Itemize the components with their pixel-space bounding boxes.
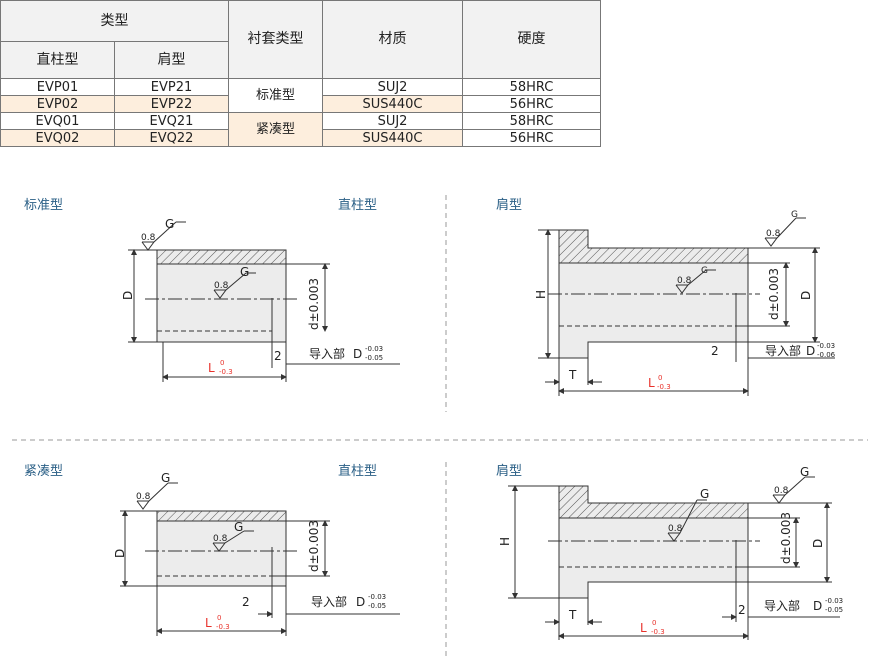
- dim-l-up: 0: [220, 359, 224, 367]
- g-label: G: [800, 465, 809, 479]
- dim-l-lo: -0.3: [216, 623, 230, 631]
- dim-d-tol: d±0.003: [779, 512, 793, 564]
- lead-up: -0.03: [825, 597, 843, 605]
- col-type: 类型: [0, 0, 229, 42]
- dim-l: L: [648, 376, 655, 390]
- cell-straight: EVP02: [0, 95, 115, 113]
- roughness-value: 0.8: [677, 276, 692, 286]
- cell-material: SUS440C: [322, 129, 463, 147]
- lead-d: D: [806, 344, 815, 358]
- dim-l-up: 0: [217, 614, 221, 622]
- dim-d-label: D: [811, 539, 825, 548]
- drawing-compact-shoulder-labels: G 0.8 G 0.8 H d±0.003 D T L 0 -0.3 2 导入部…: [498, 465, 843, 636]
- lead-d: D: [813, 599, 822, 613]
- dim-2: 2: [711, 344, 719, 358]
- lead-d: D: [356, 595, 365, 609]
- g-label: G: [161, 471, 170, 485]
- table-subheader-row: 直柱型 肩型: [0, 41, 601, 79]
- lead-label: 导入部: [309, 346, 345, 361]
- g-label: G: [701, 266, 708, 276]
- label-straight-type: 直柱型: [338, 464, 378, 479]
- cell-shoulder: EVQ22: [114, 129, 229, 147]
- drawing-compact-straight: [120, 482, 400, 636]
- dim-2: 2: [274, 349, 282, 363]
- roughness-value: 0.8: [214, 281, 229, 291]
- dim-l-up: 0: [658, 374, 662, 382]
- lead-up: -0.03: [368, 593, 386, 601]
- cell-hardness: 58HRC: [462, 112, 601, 130]
- label-shoulder-type: 肩型: [496, 464, 523, 479]
- lead-lo: -0.05: [368, 602, 386, 610]
- dim-d-label: D: [121, 291, 135, 300]
- label-shoulder-type: 肩型: [496, 198, 523, 213]
- roughness-value: 0.8: [136, 492, 151, 502]
- col-shoulder: 肩型: [114, 41, 229, 79]
- g-label: G: [165, 217, 174, 231]
- roughness-value: 0.8: [213, 534, 228, 544]
- cell-hardness: 58HRC: [462, 78, 601, 96]
- dim-l-lo: -0.3: [219, 368, 233, 376]
- cell-straight: EVQ02: [0, 129, 115, 147]
- dim-l: L: [205, 616, 212, 630]
- dim-l-up: 0: [652, 619, 656, 627]
- dim-l-lo: -0.3: [657, 383, 671, 391]
- drawing-standard-straight: [128, 221, 400, 382]
- lead-lo: -0.05: [825, 606, 843, 614]
- dim-l-lo: -0.3: [651, 628, 665, 636]
- g-label: G: [791, 210, 798, 220]
- lead-label: 导入部: [765, 343, 801, 358]
- dim-t: T: [568, 368, 577, 382]
- lead-d: D: [353, 347, 362, 361]
- g-label: G: [700, 487, 709, 501]
- drawing-compact-shoulder: [508, 476, 840, 640]
- drawing-standard-shoulder-labels: G 0.8 G 0.8 H d±0.003 D T L 0 -0.3 2 导入部…: [534, 210, 836, 391]
- lead-up: -0.03: [365, 345, 383, 353]
- lead-up: -0.03: [817, 342, 835, 350]
- label-straight-type: 直柱型: [338, 198, 378, 213]
- roughness-value: 0.8: [774, 486, 789, 496]
- dim-d-tol: d±0.003: [767, 268, 781, 320]
- drawing-compact-straight-labels: G 0.8 G 0.8 D d±0.003 2 导入部 D -0.03 -0.0…: [113, 471, 386, 631]
- cell-material: SUS440C: [322, 95, 463, 113]
- spec-table: 类型 衬套类型 材质 硬度 直柱型 肩型 EVP01 EVP21 标准型 SUJ…: [0, 0, 601, 147]
- roughness-value: 0.8: [668, 524, 683, 534]
- dim-d-label: D: [113, 549, 127, 558]
- dim-d-label: D: [799, 291, 813, 300]
- lead-label: 导入部: [311, 594, 347, 609]
- dim-l: L: [640, 621, 647, 635]
- dim-d-tol: d±0.003: [307, 278, 321, 330]
- dim-h-label: H: [534, 290, 548, 299]
- dim-d-tol: d±0.003: [307, 520, 321, 572]
- lead-lo: -0.05: [365, 354, 383, 362]
- table-header-row: 类型 衬套类型 材质 硬度: [0, 0, 601, 79]
- g-label: G: [240, 265, 249, 279]
- dim-2: 2: [242, 595, 250, 609]
- roughness-value: 0.8: [141, 233, 156, 243]
- label-standard-type: 标准型: [24, 198, 64, 213]
- label-compact-type: 紧凑型: [24, 464, 64, 479]
- cell-shoulder: EVQ21: [114, 112, 229, 130]
- g-label: G: [234, 520, 243, 534]
- roughness-value: 0.8: [766, 229, 781, 239]
- dim-2: 2: [738, 603, 746, 617]
- cell-hardness: 56HRC: [462, 129, 601, 147]
- dim-t: T: [568, 608, 577, 622]
- cell-bushing: 紧凑型: [228, 112, 323, 147]
- dim-l: L: [208, 361, 215, 375]
- cell-straight: EVP01: [0, 78, 115, 96]
- lead-lo: -0.06: [817, 351, 836, 359]
- drawing-standard-shoulder: [538, 217, 835, 396]
- drawing-standard-straight-labels: G 0.8 G 0.8 D d±0.003 L 0 -0.3 2 导入部 D -…: [121, 217, 383, 376]
- dim-h-label: H: [498, 537, 512, 546]
- col-straight: 直柱型: [0, 41, 115, 79]
- table-row: EVQ02 EVQ22 SUS440C 56HRC: [0, 129, 601, 147]
- lead-label: 导入部: [764, 598, 800, 613]
- col-hardness: 硬度: [462, 0, 601, 79]
